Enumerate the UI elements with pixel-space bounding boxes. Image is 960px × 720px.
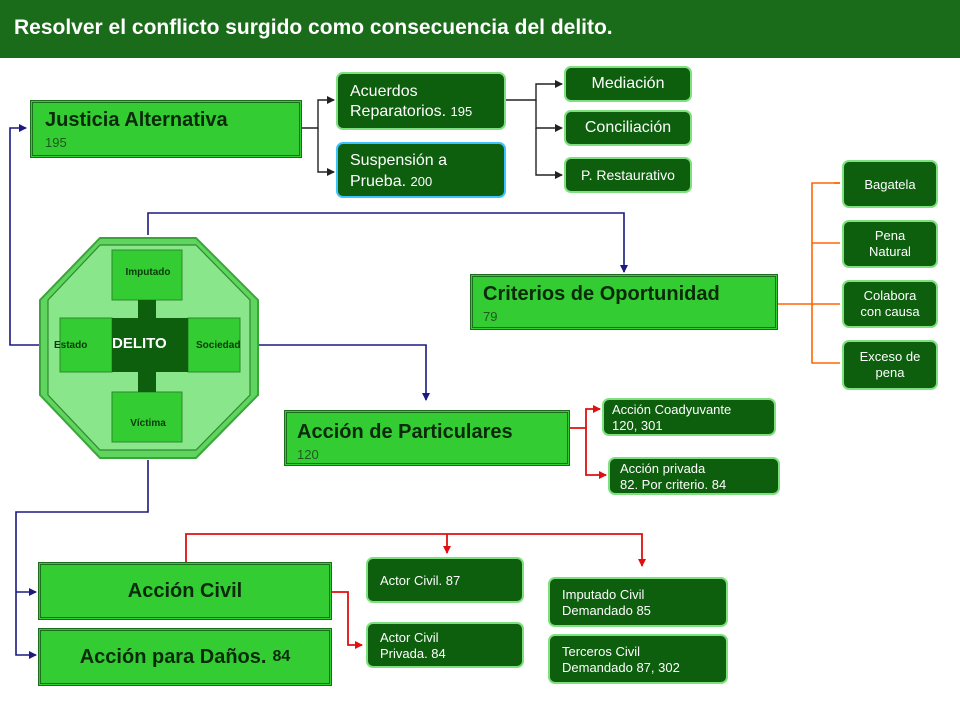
pena-natural-line1: Pena xyxy=(874,228,906,243)
colabora-box: Colabora con causa xyxy=(842,280,938,328)
actor-civil-box: Actor Civil. 87 xyxy=(366,557,524,603)
cross-delito: DELITO xyxy=(112,335,167,352)
terceros-civil-line1: Terceros Civil xyxy=(562,644,641,659)
criterios-label: Criterios de Oportunidad xyxy=(483,283,720,305)
mediacion-box: Mediación xyxy=(564,66,692,102)
exceso-box: Exceso de pena xyxy=(842,340,938,390)
title-bar: Resolver el conflicto surgido como conse… xyxy=(0,0,960,58)
justicia-label: Justicia Alternativa xyxy=(45,109,228,131)
imputado-civil-box: Imputado Civil Demandado 85 xyxy=(548,577,728,627)
coadyuvante-line1: Acción Coadyuvante xyxy=(612,402,732,417)
mediacion-label: Mediación xyxy=(591,75,665,92)
colabora-line2: con causa xyxy=(860,304,920,319)
accion-danos-box: Acción para Daños. 84 xyxy=(38,628,332,686)
actor-privada-line1: Actor Civil xyxy=(380,630,439,645)
justicia-branch xyxy=(302,96,335,176)
bagatela-label: Bagatela xyxy=(864,176,916,192)
exceso-line2: pena xyxy=(875,365,905,380)
conciliacion-label: Conciliación xyxy=(584,119,672,136)
actor-privada-line2: Privada. 84 xyxy=(380,646,446,661)
privada-box: Acción privada 82. Por criterio. 84 xyxy=(608,457,780,495)
cross-victima: Víctima xyxy=(130,418,166,429)
particulares-num: 120 xyxy=(297,447,319,462)
terceros-civil-box: Terceros Civil Demandado 87, 302 xyxy=(548,634,728,684)
acuerdos-num: 195 xyxy=(450,104,473,119)
criterios-box: Criterios de Oportunidad 79 xyxy=(470,274,778,330)
delito-cross xyxy=(39,237,259,459)
imputado-civil-line2: Demandado 85 xyxy=(562,603,651,618)
danos-num: 84 xyxy=(272,648,291,665)
cross-estado: Estado xyxy=(54,340,88,351)
terceros-civil-line2: Demandado 87, 302 xyxy=(562,660,680,675)
justicia-num: 195 xyxy=(45,135,67,150)
suspension-box: Suspensión a Prueba. 200 xyxy=(336,142,506,198)
criterios-num: 79 xyxy=(483,309,498,324)
justicia-alternativa-box: Justicia Alternativa 195 xyxy=(30,100,302,158)
exceso-line1: Exceso de xyxy=(859,349,921,364)
suspension-line2: Prueba. xyxy=(350,173,407,190)
acuerdos-line1: Acuerdos xyxy=(350,83,418,100)
privada-line2: 82. Por criterio. 84 xyxy=(620,477,727,492)
pena-natural-box: Pena Natural xyxy=(842,220,938,268)
restaurativo-box: P. Restaurativo xyxy=(564,157,692,193)
coadyuvante-line2: 120, 301 xyxy=(612,418,663,433)
conciliacion-box: Conciliación xyxy=(564,110,692,146)
actor-privada-box: Actor Civil Privada. 84 xyxy=(366,622,524,668)
particulares-box: Acción de Particulares 120 xyxy=(284,410,570,466)
orange-links xyxy=(778,182,840,364)
acuerdos-box: Acuerdos Reparatorios. 195 xyxy=(336,72,506,130)
accion-civil-label: Acción Civil xyxy=(127,580,243,602)
page-title: Resolver el conflicto surgido como conse… xyxy=(14,16,613,39)
privada-line1: Acción privada xyxy=(620,461,706,476)
suspension-line1: Suspensión a xyxy=(350,152,447,169)
actor-civil-label: Actor Civil. 87 xyxy=(380,573,461,588)
acuerdos-line2: Reparatorios. xyxy=(350,103,447,120)
acuerdos-branch xyxy=(506,80,563,179)
accion-civil-box: Acción Civil xyxy=(38,562,332,620)
restaurativo-label: P. Restaurativo xyxy=(581,167,675,183)
coadyuvante-box: Acción Coadyuvante 120, 301 xyxy=(602,398,776,436)
imputado-civil-line1: Imputado Civil xyxy=(562,587,645,602)
red-links xyxy=(185,405,646,649)
pena-natural-line2: Natural xyxy=(869,244,911,259)
colabora-line1: Colabora xyxy=(863,288,917,303)
bagatela-box: Bagatela xyxy=(842,160,938,208)
suspension-num: 200 xyxy=(410,174,433,189)
cross-imputado: Imputado xyxy=(125,267,171,278)
navy-links xyxy=(9,124,628,659)
danos-label: Acción para Daños. xyxy=(79,646,267,668)
cross-sociedad: Sociedad xyxy=(196,340,241,351)
particulares-label: Acción de Particulares xyxy=(297,421,513,443)
